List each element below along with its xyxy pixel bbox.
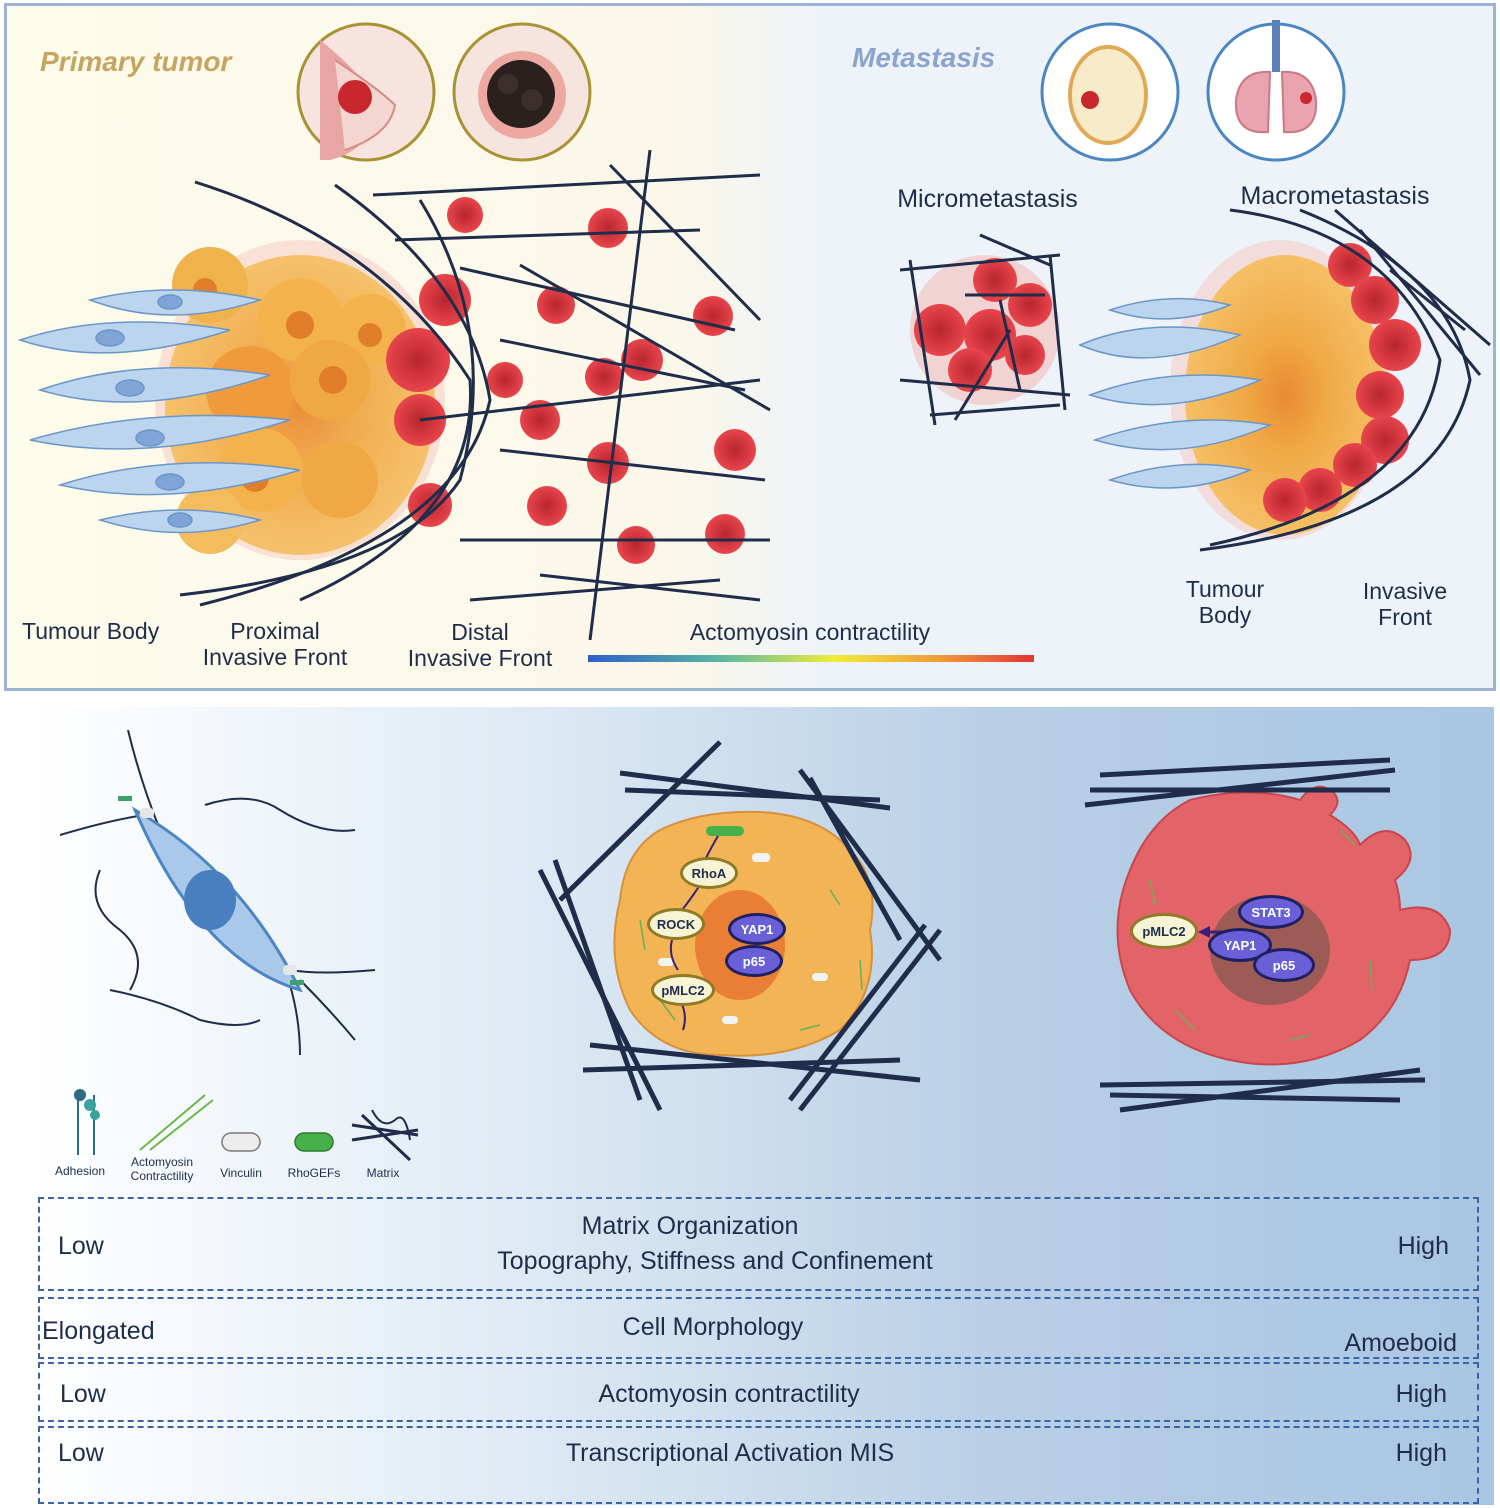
row-acto-high: High bbox=[1395, 1380, 1447, 1408]
legend-adhesion-label: Adhesion bbox=[54, 1164, 106, 1178]
macrometastasis bbox=[1078, 208, 1491, 552]
row-matrix-organization: Low Matrix Organization Topography, Stif… bbox=[38, 1197, 1479, 1291]
rock-text: ROCK bbox=[656, 916, 696, 932]
row-morph-amoeboid: Amoeboid bbox=[1344, 1329, 1457, 1357]
row-matrix-high: High bbox=[1397, 1232, 1449, 1260]
proximal-front-label-1: Proximal bbox=[230, 618, 320, 644]
elongated-cell bbox=[59, 729, 376, 1056]
row-matrix-title-1: Matrix Organization bbox=[581, 1212, 799, 1240]
yap1-text-middle: YAP1 bbox=[740, 921, 774, 937]
met-invasive-label-1: Invasive bbox=[1362, 578, 1448, 604]
row-matrix-low: Low bbox=[58, 1232, 104, 1260]
legend-icons bbox=[74, 1089, 419, 1162]
micrometastasis-cluster bbox=[899, 233, 1071, 426]
micrometastasis-label: Micrometastasis bbox=[897, 185, 1078, 213]
rhogefs-icon bbox=[294, 1132, 334, 1152]
met-invasive-label-2: Front bbox=[1378, 604, 1432, 630]
pmlc2-badge-middle: pMLC2 bbox=[651, 974, 715, 1006]
yap1-badge-middle: YAP1 bbox=[728, 913, 786, 945]
matrix-icon bbox=[351, 1109, 419, 1162]
lung-inset bbox=[1206, 20, 1346, 162]
row-trans-title: Transcriptional Activation MIS bbox=[565, 1439, 895, 1467]
row-transcriptional: Low Transcriptional Activation MIS High bbox=[38, 1426, 1479, 1504]
pmlc2-text-right: pMLC2 bbox=[1142, 923, 1186, 939]
tumor-mass-inset bbox=[452, 22, 592, 162]
stat3-text: STAT3 bbox=[1251, 904, 1291, 920]
legend-actomyosin-label-1: Actomyosin bbox=[130, 1155, 194, 1169]
stat3-badge: STAT3 bbox=[1238, 895, 1304, 929]
met-tumour-label-2: Body bbox=[1198, 602, 1252, 628]
row-trans-low: Low bbox=[58, 1439, 104, 1467]
rhoa-text: RhoA bbox=[691, 865, 727, 881]
contractility-gradient-bar bbox=[588, 655, 1034, 662]
p65-badge-right: p65 bbox=[1253, 948, 1315, 982]
distal-front-label-2: Invasive Front bbox=[407, 645, 553, 671]
row-cell-morphology: Elongated Cell Morphology Amoeboid bbox=[38, 1297, 1479, 1359]
proximal-front-label-2: Invasive Front bbox=[202, 644, 348, 670]
legend-matrix-label: Matrix bbox=[366, 1166, 400, 1180]
metastasis-title: Metastasis bbox=[852, 42, 996, 73]
row-actomyosin: Low Actomyosin contractility High bbox=[38, 1362, 1479, 1422]
yap1-text-right: YAP1 bbox=[1223, 937, 1257, 953]
tumour-body-label: Tumour Body bbox=[22, 618, 160, 644]
breast-inset bbox=[296, 22, 436, 162]
primary-matrix-fibers bbox=[179, 149, 771, 641]
distal-front-label-1: Distal bbox=[451, 619, 509, 645]
row-trans-high: High bbox=[1395, 1439, 1447, 1467]
rock-badge: ROCK bbox=[647, 908, 705, 940]
primary-tumor-title: Primary tumor bbox=[40, 46, 232, 77]
row-acto-low: Low bbox=[60, 1380, 106, 1408]
actomyosin-contractility-icon bbox=[139, 1094, 214, 1151]
p65-badge-middle: p65 bbox=[725, 945, 783, 977]
row-matrix-title-2: Topography, Stiffness and Confinement bbox=[497, 1247, 933, 1275]
rhoa-badge: RhoA bbox=[680, 857, 738, 889]
macrometastasis-label: Macrometastasis bbox=[1240, 182, 1430, 210]
p65-text-right: p65 bbox=[1272, 957, 1296, 973]
pmlc2-text-middle: pMLC2 bbox=[661, 982, 705, 998]
row-morph-elongated: Elongated bbox=[42, 1317, 155, 1345]
vinculin-icon bbox=[221, 1132, 261, 1152]
legend-rhogefs-label: RhoGEFs bbox=[287, 1166, 341, 1180]
fibroblasts-primary bbox=[17, 289, 301, 534]
lymph-node-inset bbox=[1040, 22, 1180, 162]
row-morph-title: Cell Morphology bbox=[622, 1313, 804, 1341]
adhesion-icon bbox=[74, 1089, 100, 1155]
met-tumour-label-1: Tumour bbox=[1185, 576, 1265, 602]
legend-vinculin-label: Vinculin bbox=[220, 1166, 262, 1180]
row-acto-title: Actomyosin contractility bbox=[598, 1380, 860, 1408]
p65-text-middle: p65 bbox=[742, 953, 766, 969]
pmlc2-badge-right: pMLC2 bbox=[1130, 913, 1198, 949]
actomyosin-gradient-label: Actomyosin contractility bbox=[689, 619, 931, 645]
legend-actomyosin-label-2: Contractility bbox=[130, 1169, 194, 1183]
